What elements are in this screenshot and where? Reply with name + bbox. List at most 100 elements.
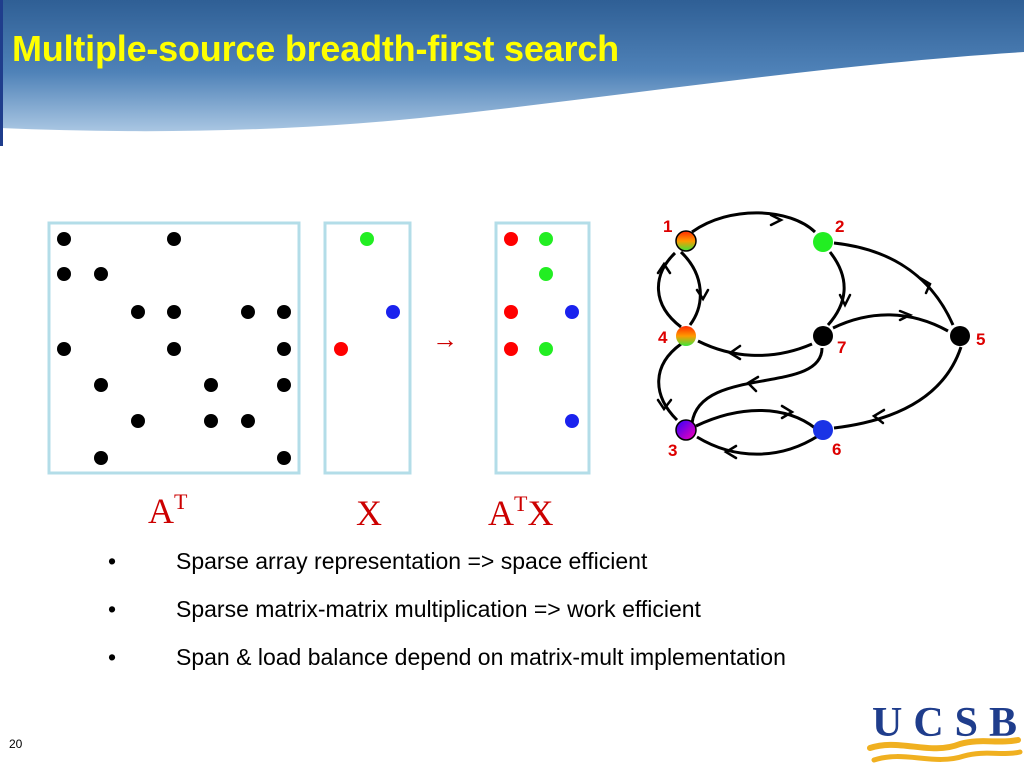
- node-label-7: 7: [837, 338, 846, 357]
- arrowhead-7-3: [745, 375, 760, 393]
- x-label: X: [356, 493, 382, 533]
- multiplication-arrow: →: [432, 324, 458, 354]
- at-matrix-entry: [94, 267, 108, 281]
- bullet-marker: •: [108, 548, 117, 574]
- at-matrix-entry: [57, 267, 71, 281]
- page-number: 20: [9, 737, 23, 751]
- atx-result-entry: [565, 305, 579, 319]
- arrowhead-1-4: [695, 288, 710, 302]
- at-matrix-entry: [167, 232, 181, 246]
- edge-2-5: [833, 241, 955, 326]
- x-vector-entry: [334, 342, 348, 356]
- at-matrix-entry: [241, 305, 255, 319]
- at-matrix-entry: [167, 342, 181, 356]
- node-label-5: 5: [976, 330, 985, 349]
- arrowhead-4-3: [656, 398, 673, 412]
- at-matrix-box: [47, 221, 301, 475]
- atx-label-a: A: [488, 493, 514, 533]
- atx-result-entry: [539, 232, 553, 246]
- node-label-2: 2: [835, 217, 844, 236]
- edge-1-2: [691, 211, 817, 234]
- node-label-6: 6: [832, 440, 841, 459]
- arrowhead-7-4: [727, 344, 742, 361]
- edge-7-5: [832, 313, 949, 333]
- graph-node-2: [813, 232, 833, 252]
- node-label-3: 3: [668, 441, 677, 460]
- at-matrix-entry: [277, 342, 291, 356]
- edge-4-1: [657, 251, 682, 329]
- bullet-marker: •: [108, 596, 117, 622]
- at-label-sup: T: [174, 489, 188, 514]
- graph: [657, 211, 963, 456]
- bullet-marker: •: [108, 644, 117, 670]
- graph-node-labels: 1 2 3 4 5 6 7: [658, 217, 985, 460]
- arrowhead-1-2: [769, 213, 784, 227]
- atx-label-sup: T: [514, 491, 528, 516]
- graph-node-5: [950, 326, 970, 346]
- arrowhead-6-3: [723, 444, 738, 460]
- edge-2-7: [826, 251, 846, 327]
- at-label-base: A: [148, 491, 174, 531]
- x-vector-box: [323, 221, 412, 475]
- edge-6-3: [696, 434, 819, 456]
- edge-5-6: [833, 346, 963, 430]
- node-label-1: 1: [663, 217, 672, 236]
- arrowhead-5-6: [871, 408, 886, 425]
- at-matrix-entry: [131, 414, 145, 428]
- graph-node-6: [813, 420, 833, 440]
- atx-result-entry: [504, 232, 518, 246]
- at-matrix-entry: [57, 232, 71, 246]
- arrowhead-2-5: [918, 276, 932, 295]
- edge-7-4: [697, 339, 813, 357]
- x-label-base: X: [356, 493, 382, 533]
- arrowhead-7-5: [898, 309, 914, 322]
- atx-result-entry: [539, 267, 553, 281]
- atx-result-entry: [565, 414, 579, 428]
- edge-3-6: [695, 409, 816, 430]
- ucsb-logo: UCSB: [867, 700, 1023, 763]
- graph-node-4: [676, 326, 696, 346]
- at-matrix-entry: [131, 305, 145, 319]
- edge-4-3: [657, 342, 682, 422]
- at-matrix-entry: [94, 451, 108, 465]
- bullet-text: Span & load balance depend on matrix-mul…: [176, 644, 786, 670]
- atx-result-entry: [504, 342, 518, 356]
- at-matrix-entry: [204, 378, 218, 392]
- x-vector-dots: [334, 232, 400, 356]
- at-matrix-entry: [241, 414, 255, 428]
- atx-result-entry: [539, 342, 553, 356]
- arrowhead-4-1: [656, 261, 672, 275]
- atx-result-entry: [504, 305, 518, 319]
- graph-node-3: [675, 419, 697, 441]
- bullet-text: Sparse array representation => space eff…: [176, 548, 648, 574]
- atx-result-dots: [504, 232, 579, 428]
- at-matrix-dots: [57, 232, 291, 465]
- atx-result-box: [494, 221, 591, 475]
- arrowhead-2-7: [838, 293, 852, 308]
- at-matrix-entry: [167, 305, 181, 319]
- bullet-text: Sparse matrix-matrix multiplication => w…: [176, 596, 701, 622]
- edge-1-4: [679, 250, 702, 326]
- atx-label-x: X: [527, 493, 553, 533]
- graph-node-7: [813, 326, 833, 346]
- graph-node-1: [675, 230, 697, 252]
- edge-7-3: [690, 347, 824, 424]
- node-label-4: 4: [658, 328, 668, 347]
- at-label: AT: [148, 489, 188, 531]
- header-banner: [0, 0, 1024, 146]
- graph-arrowheads: [656, 213, 932, 460]
- at-matrix-entry: [204, 414, 218, 428]
- at-matrix-entry: [277, 451, 291, 465]
- page-title: Multiple-source breadth-first search: [12, 28, 619, 69]
- arrowhead-3-6: [780, 404, 795, 420]
- at-matrix-entry: [277, 378, 291, 392]
- atx-label: ATX: [488, 491, 553, 533]
- ucsb-logo-wave-1: [867, 737, 1021, 752]
- at-matrix-entry: [94, 378, 108, 392]
- graph-nodes: [675, 230, 970, 441]
- ucsb-logo-wave-2: [871, 749, 1023, 763]
- at-matrix-entry: [57, 342, 71, 356]
- at-matrix-entry: [277, 305, 291, 319]
- x-vector-entry: [360, 232, 374, 246]
